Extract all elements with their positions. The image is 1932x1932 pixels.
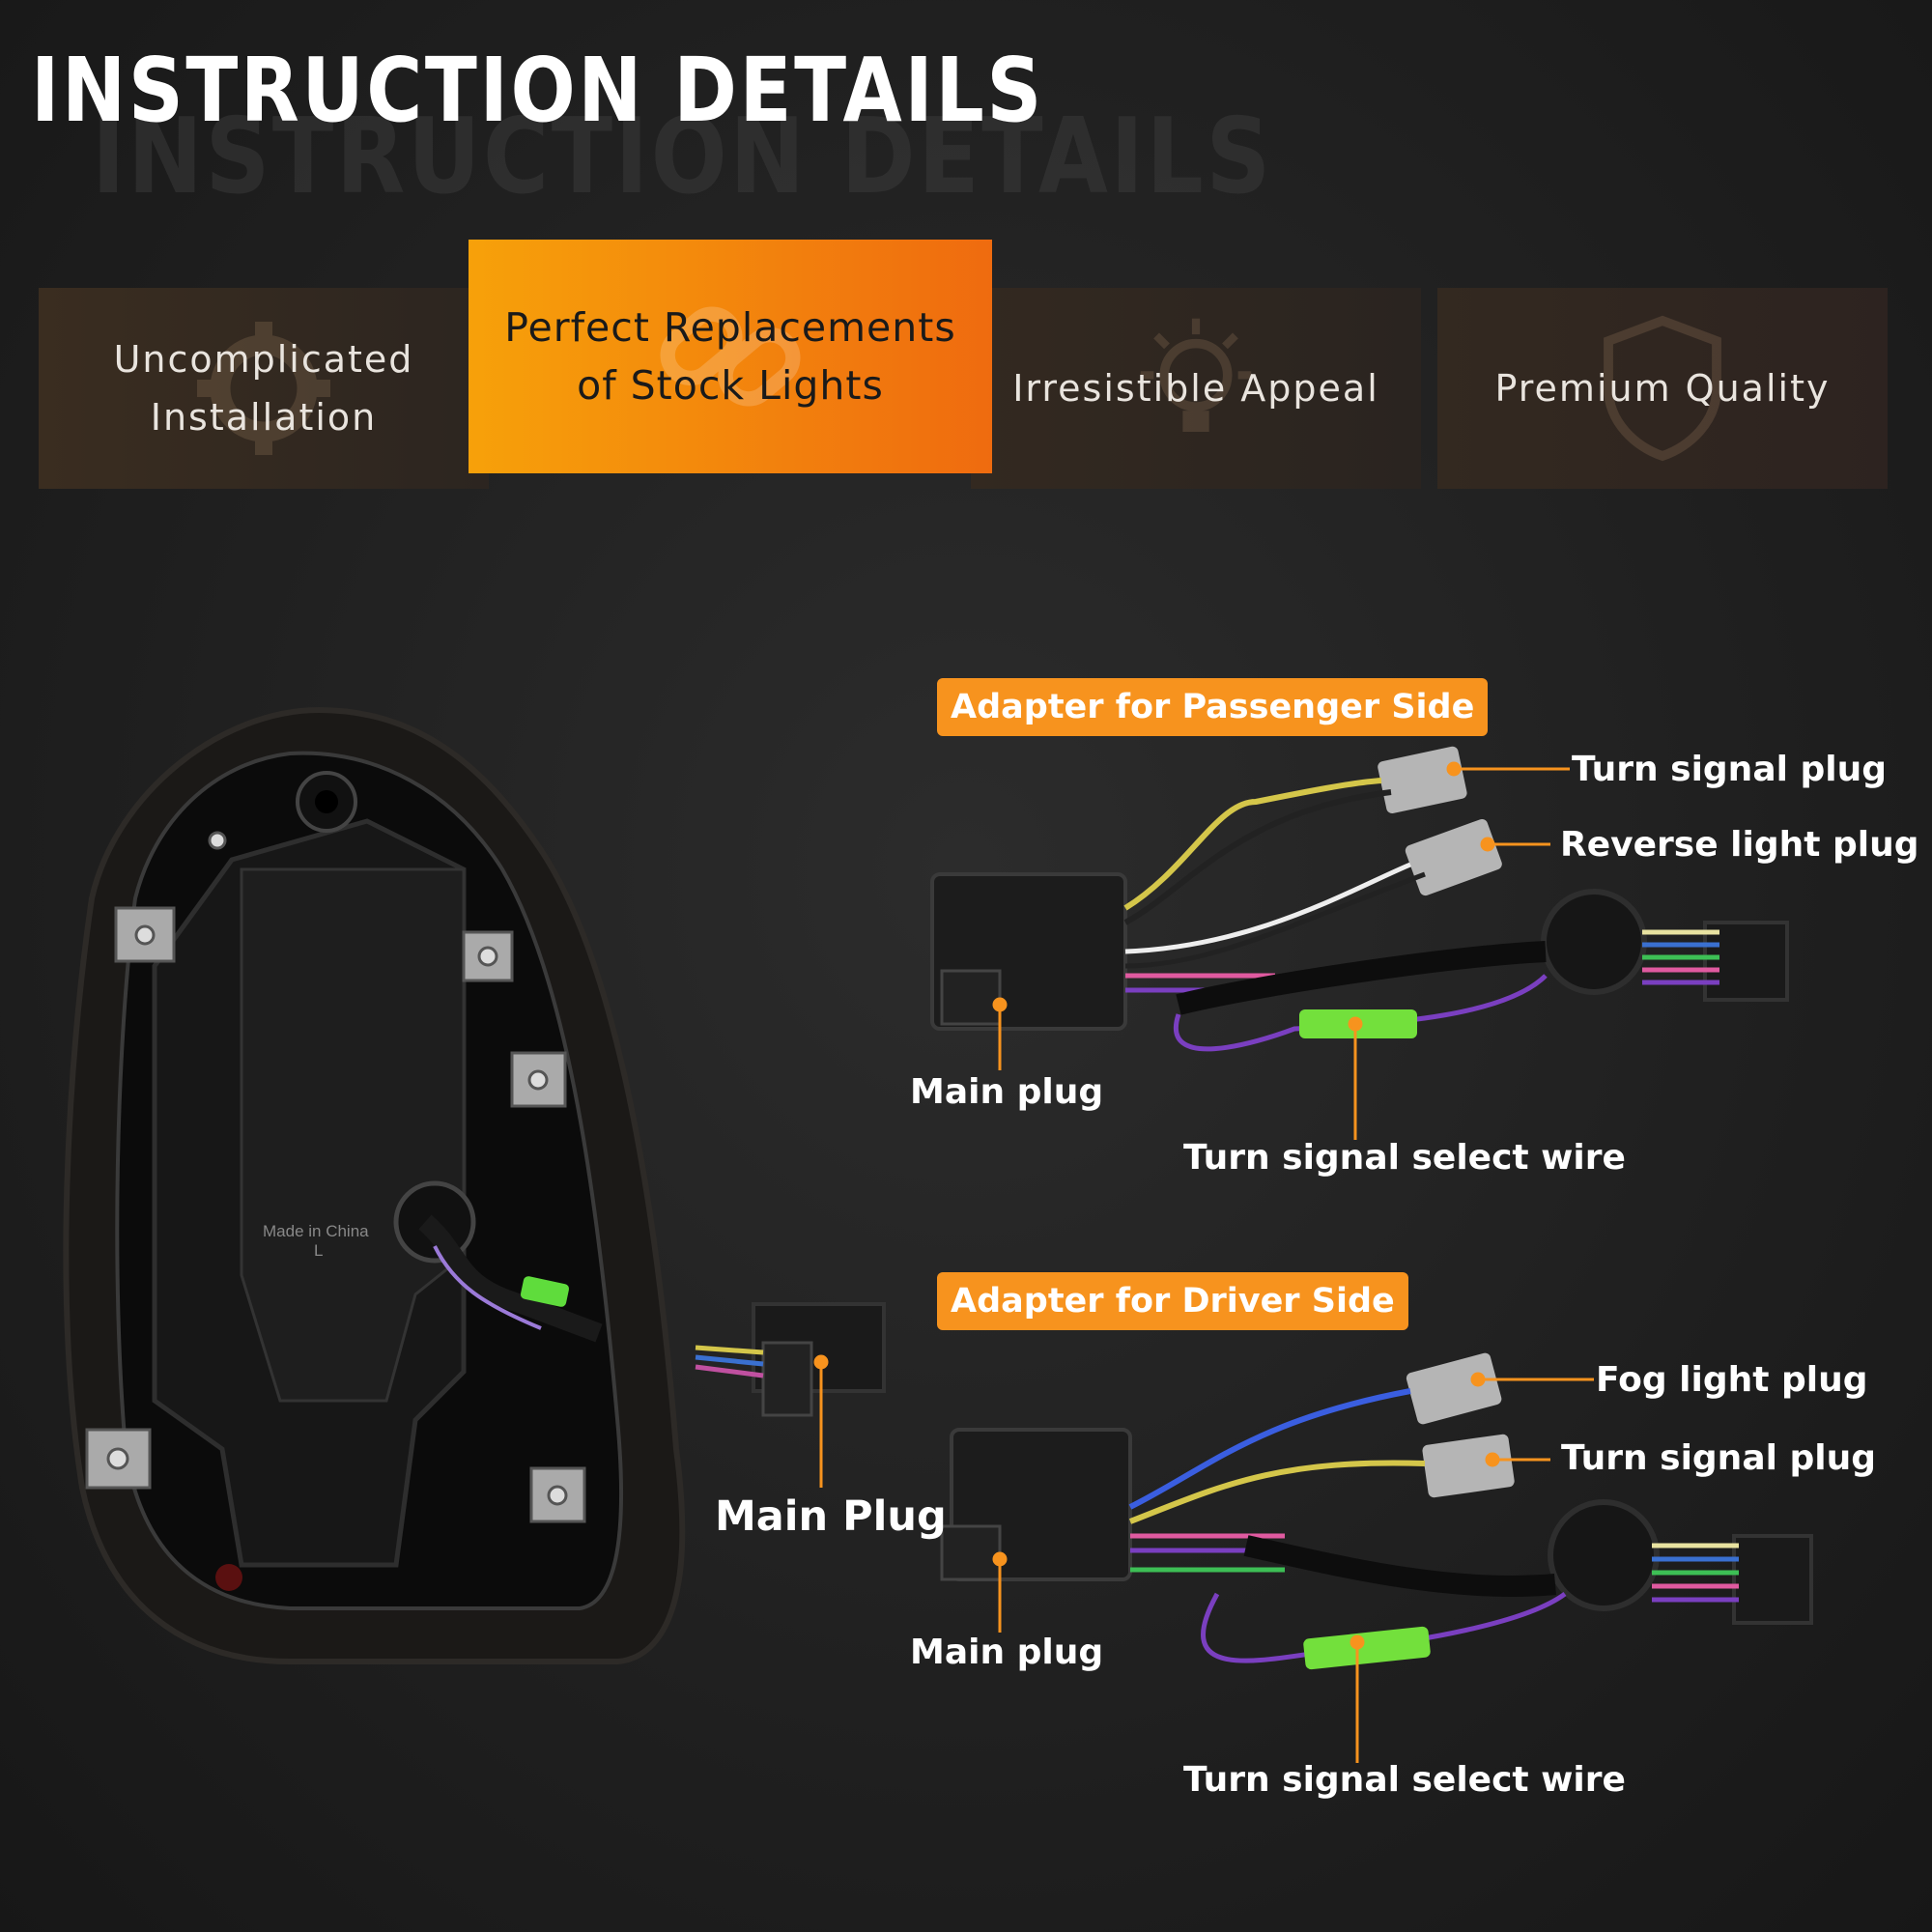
tab-label-line1: Uncomplicated (113, 338, 414, 381)
driver-main-plug-label: Main plug (910, 1633, 1104, 1672)
passenger-turn-signal-plug-label: Turn signal plug (1572, 750, 1887, 789)
lightbulb-icon (1140, 318, 1252, 432)
gear-icon (197, 322, 330, 455)
passenger-main-plug-label: Main plug (910, 1072, 1104, 1112)
tab-label-line2: of Stock Lights (577, 362, 884, 409)
driver-fog-light-plug-label: Fog light plug (1596, 1360, 1868, 1400)
link-icon (660, 306, 801, 407)
passenger-harness (930, 746, 1789, 1052)
tab-label: Premium Quality (1494, 367, 1831, 410)
passenger-select-wire-label: Turn signal select wire (1183, 1138, 1626, 1178)
driver-harness (940, 1352, 1813, 1670)
tab-irresistible-appeal[interactable]: Irresistible Appeal (971, 288, 1421, 489)
lamp-main-plug-label: Main Plug (715, 1492, 947, 1541)
tab-label: Irresistible Appeal (1012, 367, 1379, 410)
driver-select-wire-label: Turn signal select wire (1183, 1760, 1626, 1800)
leader-lines (813, 761, 1594, 1763)
driver-adapter-badge: Adapter for Driver Side (937, 1272, 1408, 1330)
shield-icon (1604, 315, 1721, 462)
tab-perfect-replacements[interactable]: Perfect Replacements of Stock Lights (469, 240, 992, 473)
made-in-china-mark: Made in China (263, 1222, 369, 1240)
side-mark: L (314, 1241, 323, 1260)
page-title: INSTRUCTION DETAILS (31, 39, 1044, 142)
tab-label-line2: Installation (150, 396, 378, 439)
tab-premium-quality[interactable]: Premium Quality (1437, 288, 1888, 489)
passenger-adapter-badge: Adapter for Passenger Side (937, 678, 1489, 736)
tail-light-housing: Made in China L (63, 706, 886, 1664)
tab-label-line1: Perfect Replacements (504, 304, 956, 351)
title-watermark: INSTRUCTION DETAILS (92, 97, 1273, 217)
driver-turn-signal-plug-label: Turn signal plug (1561, 1438, 1876, 1478)
passenger-reverse-light-plug-label: Reverse light plug (1560, 825, 1919, 865)
